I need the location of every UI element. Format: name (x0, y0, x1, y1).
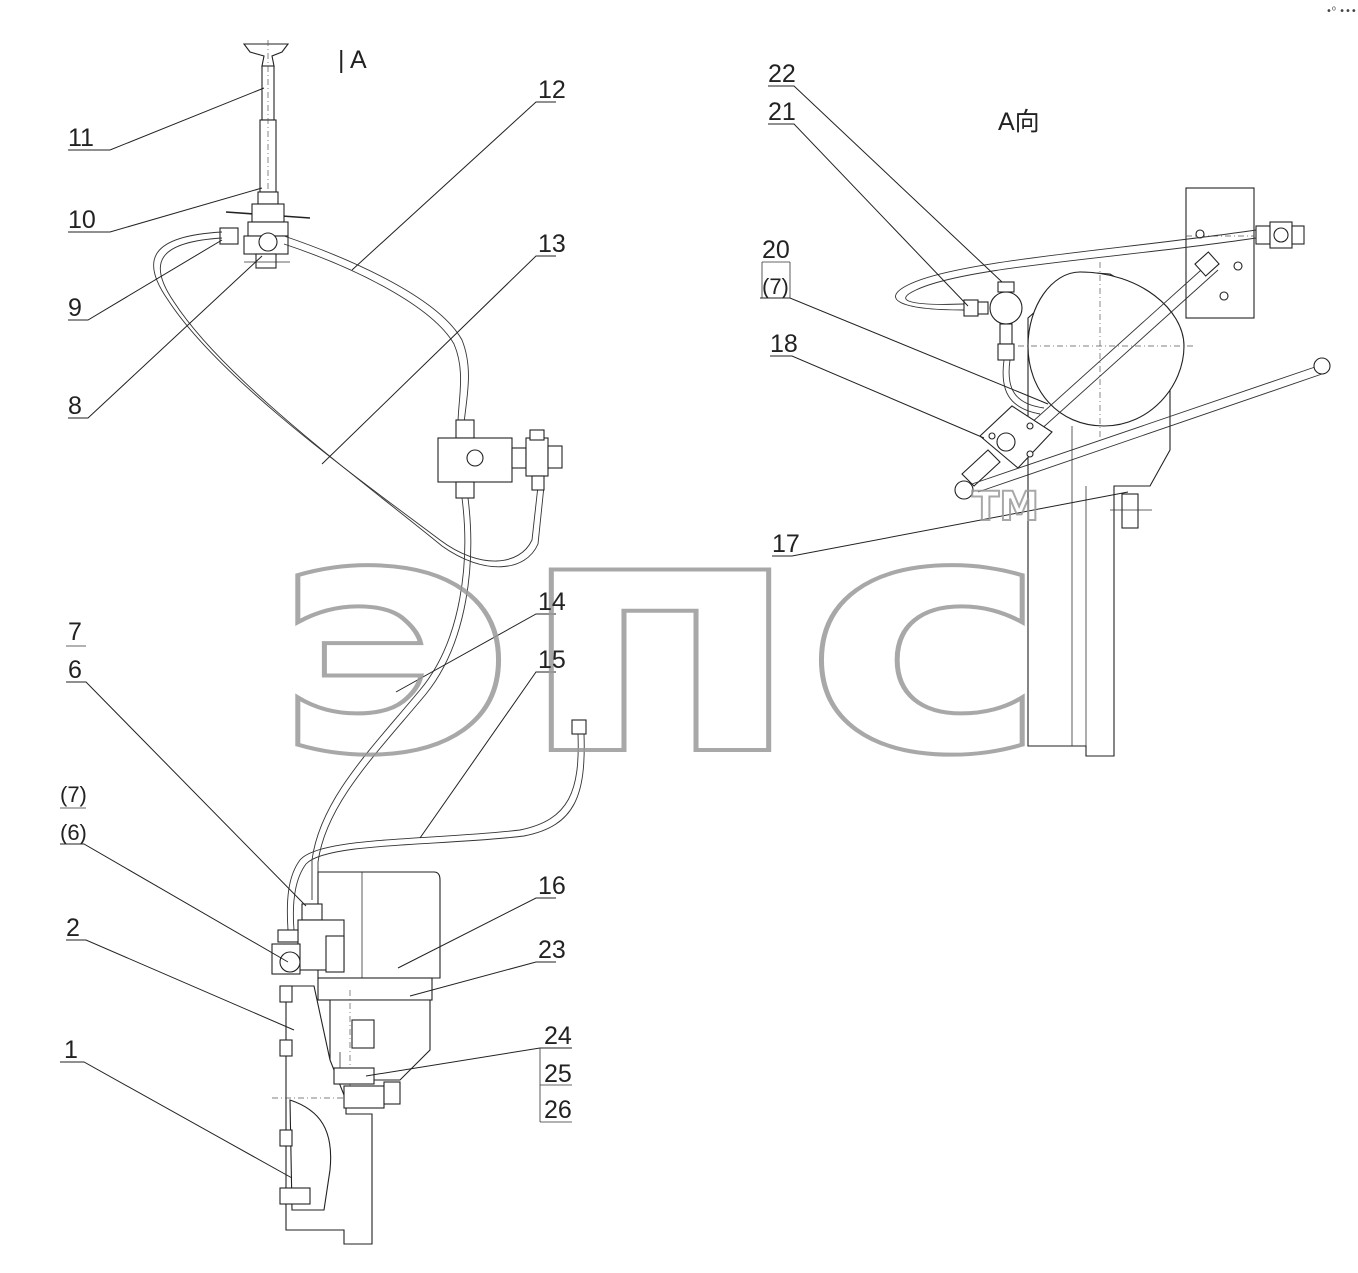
part-label-7: 7 (68, 618, 82, 646)
section-mark-label: | A (338, 46, 367, 74)
part-label-16: 16 (538, 872, 566, 900)
push-rod (219, 40, 311, 269)
watermark: эпс TM (268, 442, 1052, 830)
left-assembly (60, 40, 587, 1245)
part-label-6-ref: (6) (60, 820, 87, 845)
part-label-9: 9 (68, 294, 82, 322)
left-leaders (60, 87, 572, 1179)
view-a-leaders (760, 85, 1129, 557)
part-label-7-ref: (7) (60, 782, 87, 807)
pump-valve-group (271, 903, 345, 975)
view-a-label: A向 (998, 108, 1040, 136)
part-label-10: 10 (68, 206, 96, 234)
part-label-24: 24 (544, 1022, 572, 1050)
part-label-1: 1 (64, 1036, 78, 1064)
part-label-21: 21 (768, 98, 796, 126)
part-label-11: 11 (68, 124, 94, 152)
part-label-13: 13 (538, 230, 566, 258)
part-label-18: 18 (770, 330, 798, 358)
distributor-block (437, 419, 563, 499)
corner-mark: •⁰ ••• (1326, 6, 1357, 17)
part-label-20: 20 (762, 236, 790, 264)
part-label-12: 12 (538, 76, 566, 104)
part-label-25: 25 (544, 1060, 572, 1088)
part-label-7-ref-b: (7) (762, 274, 789, 299)
part-label-2: 2 (66, 914, 80, 942)
watermark-tm: TM (972, 484, 1039, 530)
part-label-23: 23 (538, 936, 566, 964)
view-a-assembly (760, 85, 1331, 757)
pump-body (317, 871, 441, 1090)
part-label-15: 15 (538, 646, 566, 674)
part-label-6: 6 (68, 656, 82, 684)
part-label-26: 26 (544, 1096, 572, 1124)
labels: | A A向 11 10 9 8 12 13 14 15 16 23 24 25… (60, 6, 1357, 1124)
part-label-14: 14 (538, 588, 566, 616)
part-label-8: 8 (68, 392, 82, 420)
part-label-22: 22 (768, 60, 796, 88)
part-label-17: 17 (772, 530, 800, 558)
bracket-plate (272, 985, 401, 1245)
watermark-text: эпс (270, 444, 1050, 828)
